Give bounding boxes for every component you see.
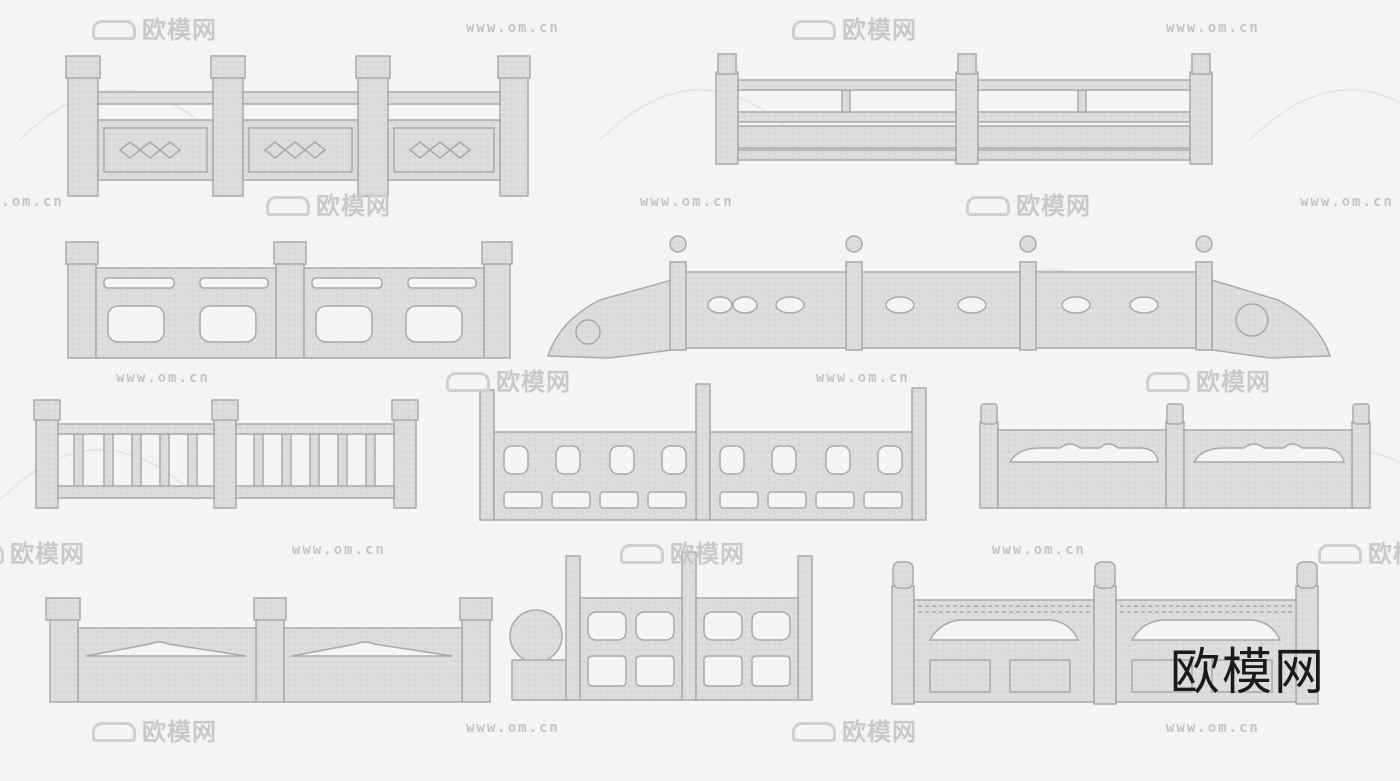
sofa-logo-icon bbox=[0, 544, 4, 564]
watermark-logo: 欧模网 bbox=[792, 10, 917, 45]
watermark-url: www.om.cn bbox=[466, 720, 560, 736]
watermark-logo: 欧模网 bbox=[966, 186, 1091, 221]
watermark-url: www.om.cn bbox=[0, 194, 64, 210]
watermark-logo: 欧模网 bbox=[792, 712, 917, 747]
watermark-url: www.om.cn bbox=[1300, 194, 1394, 210]
watermark-logo: 欧模网 bbox=[92, 712, 217, 747]
railing-7 bbox=[979, 403, 1371, 509]
sofa-logo-icon bbox=[966, 196, 1010, 216]
railing-3 bbox=[65, 241, 513, 359]
brand-label: 欧模网 bbox=[1170, 643, 1326, 701]
watermark-url: www.om.cn bbox=[816, 370, 910, 386]
watermark-logo: 欧模网 bbox=[446, 362, 571, 397]
watermark-url: www.om.cn bbox=[466, 20, 560, 36]
sofa-logo-icon bbox=[92, 722, 136, 742]
watermark-logo: 欧模网 bbox=[1318, 534, 1400, 569]
railing-1 bbox=[65, 55, 531, 197]
watermark-url: www.om.cn bbox=[640, 194, 734, 210]
railing-6 bbox=[479, 383, 927, 521]
watermark-logo: 欧模网 bbox=[266, 186, 391, 221]
watermark-url: www.om.cn bbox=[1166, 20, 1260, 36]
watermark-logo: 欧模网 bbox=[92, 10, 217, 45]
sofa-logo-icon bbox=[1318, 544, 1362, 564]
watermark-url: www.om.cn bbox=[992, 542, 1086, 558]
railing-5 bbox=[33, 399, 419, 509]
railing-9 bbox=[509, 551, 813, 701]
watermark-url: www.om.cn bbox=[1166, 720, 1260, 736]
sofa-logo-icon bbox=[792, 722, 836, 742]
sofa-logo-icon bbox=[446, 372, 490, 392]
watermark-logo: 欧模网 bbox=[0, 534, 85, 569]
sofa-logo-icon bbox=[92, 20, 136, 40]
railing-8 bbox=[45, 597, 493, 703]
watermark-logo: 欧模网 bbox=[620, 534, 745, 569]
railing-10 bbox=[891, 561, 1319, 705]
watermark-logo: 欧模网 bbox=[1146, 362, 1271, 397]
watermark-url: www.om.cn bbox=[292, 542, 386, 558]
sofa-logo-icon bbox=[266, 196, 310, 216]
railing-2 bbox=[715, 53, 1213, 165]
sofa-logo-icon bbox=[792, 20, 836, 40]
railing-4 bbox=[546, 235, 1332, 359]
watermark-url: www.om.cn bbox=[116, 370, 210, 386]
sofa-logo-icon bbox=[620, 544, 664, 564]
sofa-logo-icon bbox=[1146, 372, 1190, 392]
